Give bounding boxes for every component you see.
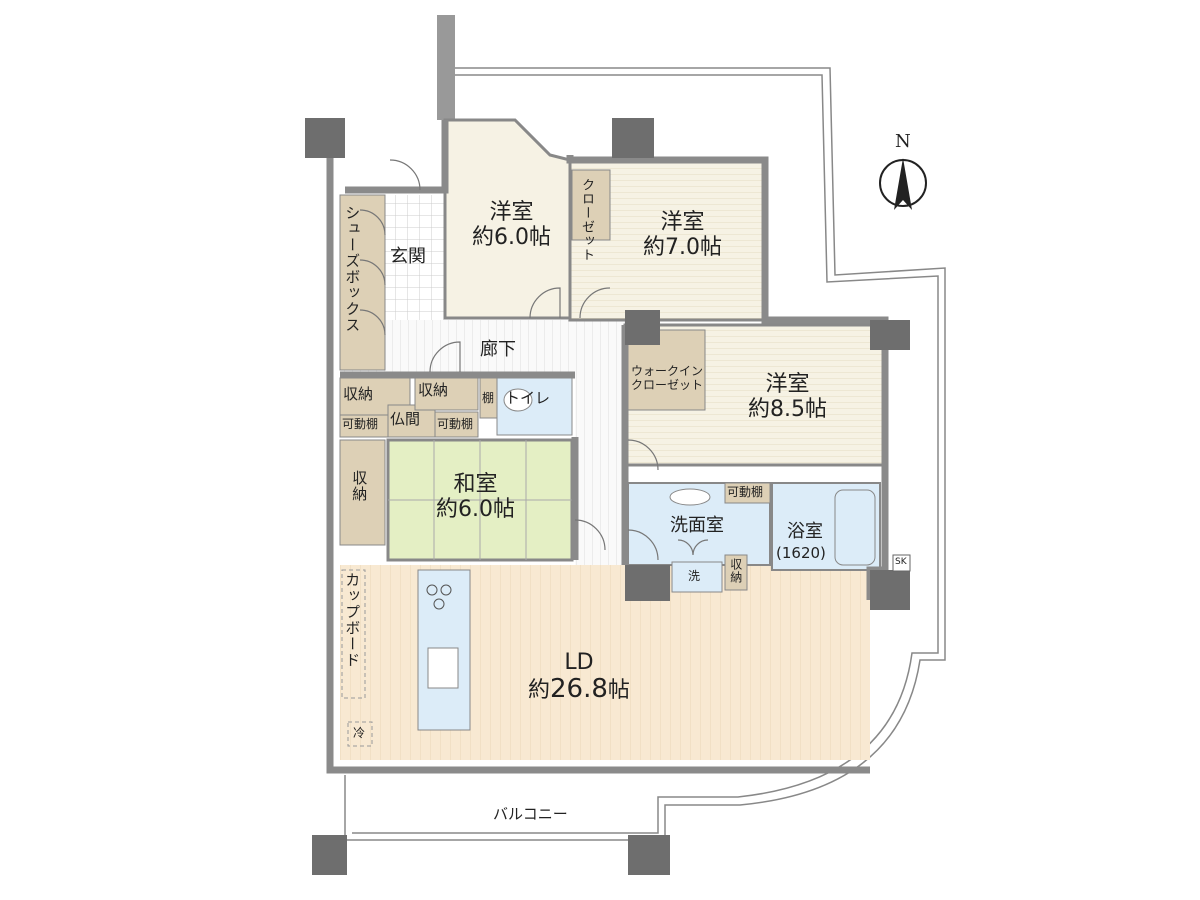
room-size: 8.5 <box>770 397 806 423</box>
washer-label: 洗 <box>688 569 701 583</box>
toilet-label: トイレ <box>505 389 551 407</box>
closet-label: クローゼット <box>578 178 594 262</box>
size-prefix: 約 <box>643 235 666 261</box>
storage-label-3: 収納 <box>350 470 369 502</box>
cupboard-label: カップボード <box>343 572 362 668</box>
room-size: 6.0 <box>458 497 494 523</box>
western1-label: 洋室 約6.0帖 <box>472 200 551 251</box>
western3-label: 洋室 約8.5帖 <box>748 372 827 423</box>
size-unit: 帖 <box>607 678 630 704</box>
room-size: 6.0 <box>494 225 530 251</box>
room-name: 洋室 <box>489 200 534 225</box>
sk-label: SK <box>895 557 907 567</box>
room-name: 和室 <box>453 472 498 497</box>
storage-label-1: 収納 <box>343 385 374 403</box>
japanese-label: 和室 約6.0帖 <box>436 472 515 523</box>
north-arrow-icon <box>879 158 927 210</box>
storage-label-4: 収納 <box>728 558 743 584</box>
north-label: N <box>895 131 911 152</box>
washroom-label: 洗面室 <box>670 515 724 536</box>
size-unit: 帖 <box>493 497 516 523</box>
storage-label-2: 収納 <box>418 381 449 399</box>
ld-label: LD 約26.8帖 <box>528 650 630 705</box>
size-unit: 帖 <box>700 235 723 261</box>
room-name: 洋室 <box>765 372 810 397</box>
fridge-label: 冷 <box>353 726 366 740</box>
movable-shelf-label-3: 可動棚 <box>727 485 764 499</box>
room-name: 洋室 <box>660 210 705 235</box>
butsuma-label: 仏間 <box>390 410 421 428</box>
balcony-label: バルコニー <box>493 805 568 823</box>
western2-label: 洋室 約7.0帖 <box>643 210 722 261</box>
size-prefix: 約 <box>748 397 771 423</box>
entrance-label: 玄関 <box>390 246 426 267</box>
bath-size-label: (1620) <box>776 544 826 562</box>
shelf-label: 棚 <box>482 391 495 405</box>
size-prefix: 約 <box>528 678 551 704</box>
room-size: 26.8 <box>550 674 608 705</box>
size-unit: 帖 <box>805 397 828 423</box>
room-size: 7.0 <box>665 235 701 261</box>
walkin-closet-label: ウォークイン クローゼット <box>631 364 704 392</box>
room-name: LD <box>564 650 594 675</box>
corridor-label: 廊下 <box>480 339 516 360</box>
shoebox-label: シューズボックス <box>343 205 362 333</box>
movable-shelf-label-2: 可動棚 <box>437 417 474 431</box>
size-unit: 帖 <box>529 225 552 251</box>
size-prefix: 約 <box>436 497 459 523</box>
pillars <box>305 118 910 875</box>
size-prefix: 約 <box>472 225 495 251</box>
movable-shelf-label-1: 可動棚 <box>342 417 379 431</box>
bathroom-label: 浴室 <box>787 521 823 542</box>
entrance-floor <box>385 195 445 320</box>
